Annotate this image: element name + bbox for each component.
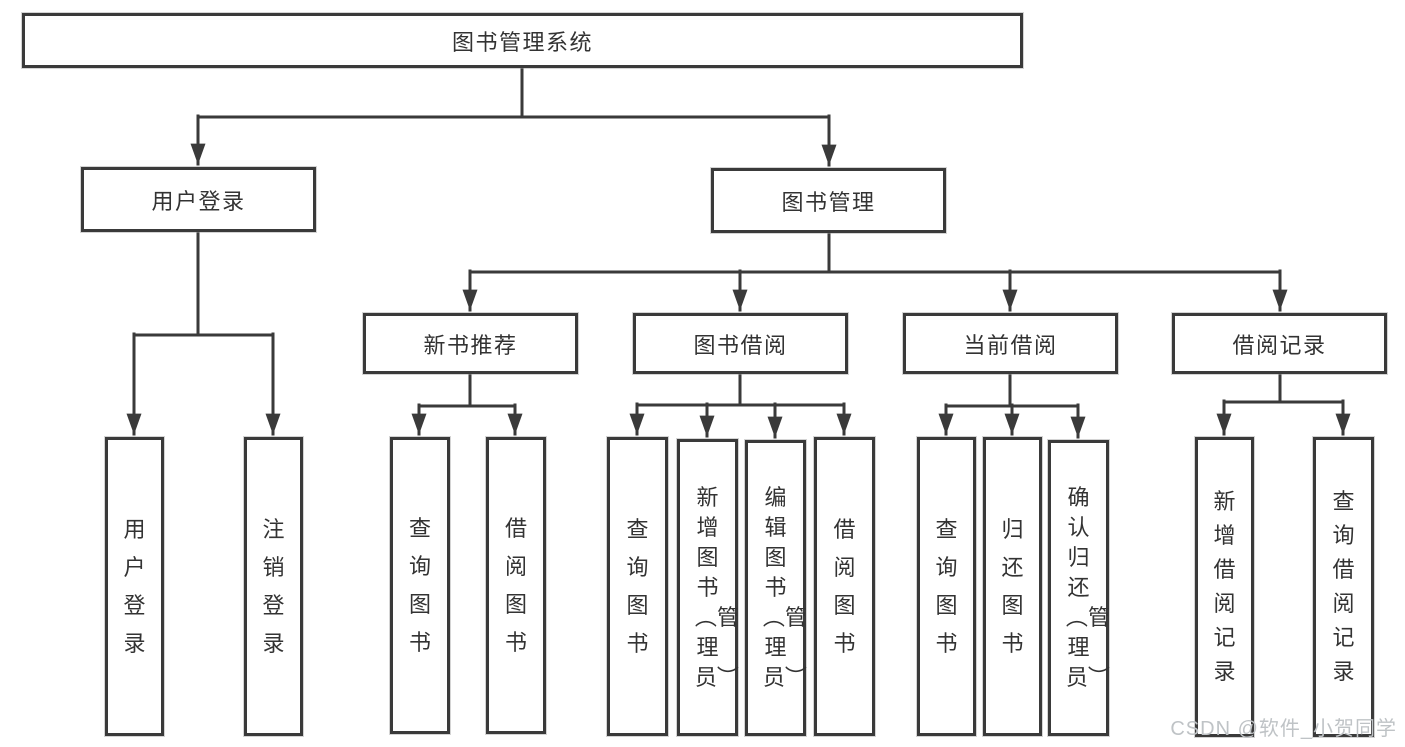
node-user-login: 用户登录 (81, 167, 316, 232)
node-leaf-user-login-label: 用户登录 (123, 516, 146, 656)
node-leaf-user-login: 用户登录 (105, 437, 164, 736)
node-leaf-query-borrow-record-label: 查询借阅记录 (1332, 489, 1355, 684)
node-leaf-logout: 注销登录 (244, 437, 303, 736)
node-leaf-borrow-books-1: 借阅图书 (486, 437, 546, 734)
node-leaf-add-books-admin-label: 新增图书︵管理员︶ (694, 484, 739, 690)
node-new-book-recommend: 新书推荐 (363, 313, 578, 374)
node-leaf-add-borrow-record: 新增借阅记录 (1195, 437, 1254, 737)
node-leaf-logout-label: 注销登录 (262, 516, 285, 656)
node-leaf-add-borrow-record-label: 新增借阅记录 (1213, 489, 1236, 684)
node-book-management-label: 图书管理 (781, 189, 876, 215)
node-leaf-query-borrow-record: 查询借阅记录 (1313, 437, 1374, 737)
node-root-label: 图书管理系统 (451, 29, 593, 55)
node-borrow-record: 借阅记录 (1172, 313, 1387, 374)
node-borrow-record-label: 借阅记录 (1232, 332, 1327, 358)
node-leaf-query-books-1: 查询图书 (390, 437, 450, 734)
node-leaf-borrow-books-2: 借阅图书 (814, 437, 875, 736)
node-root: 图书管理系统 (22, 13, 1023, 68)
node-leaf-query-books-3: 查询图书 (917, 437, 976, 736)
node-leaf-borrow-books-1-label: 借阅图书 (504, 515, 527, 655)
node-book-borrow: 图书借阅 (633, 313, 848, 374)
node-leaf-confirm-return-admin-label: 确认归还︵管理员︶ (1065, 485, 1110, 690)
node-book-borrow-label: 图书借阅 (693, 332, 788, 358)
node-new-book-recommend-label: 新书推荐 (423, 332, 518, 358)
node-leaf-query-books-2: 查询图书 (607, 437, 668, 736)
node-leaf-edit-books-admin-label: 编辑图书︵管理员︶ (762, 485, 807, 690)
node-leaf-return-books: 归还图书 (983, 437, 1042, 736)
node-leaf-query-books-1-label: 查询图书 (408, 515, 431, 655)
node-leaf-add-books-admin: 新增图书︵管理员︶ (677, 439, 739, 736)
node-leaf-confirm-return-admin: 确认归还︵管理员︶ (1048, 440, 1110, 736)
watermark: CSDN @软件_小贺同学 (1170, 718, 1397, 740)
node-leaf-query-books-3-label: 查询图书 (935, 516, 958, 656)
node-user-login-label: 用户登录 (151, 188, 246, 214)
node-leaf-query-books-2-label: 查询图书 (626, 516, 649, 656)
node-leaf-return-books-label: 归还图书 (1001, 516, 1024, 656)
node-leaf-edit-books-admin: 编辑图书︵管理员︶ (745, 440, 807, 736)
node-current-borrow-label: 当前借阅 (963, 332, 1058, 358)
node-leaf-borrow-books-2-label: 借阅图书 (833, 516, 856, 656)
node-book-management: 图书管理 (711, 168, 946, 233)
node-current-borrow: 当前借阅 (903, 313, 1118, 374)
